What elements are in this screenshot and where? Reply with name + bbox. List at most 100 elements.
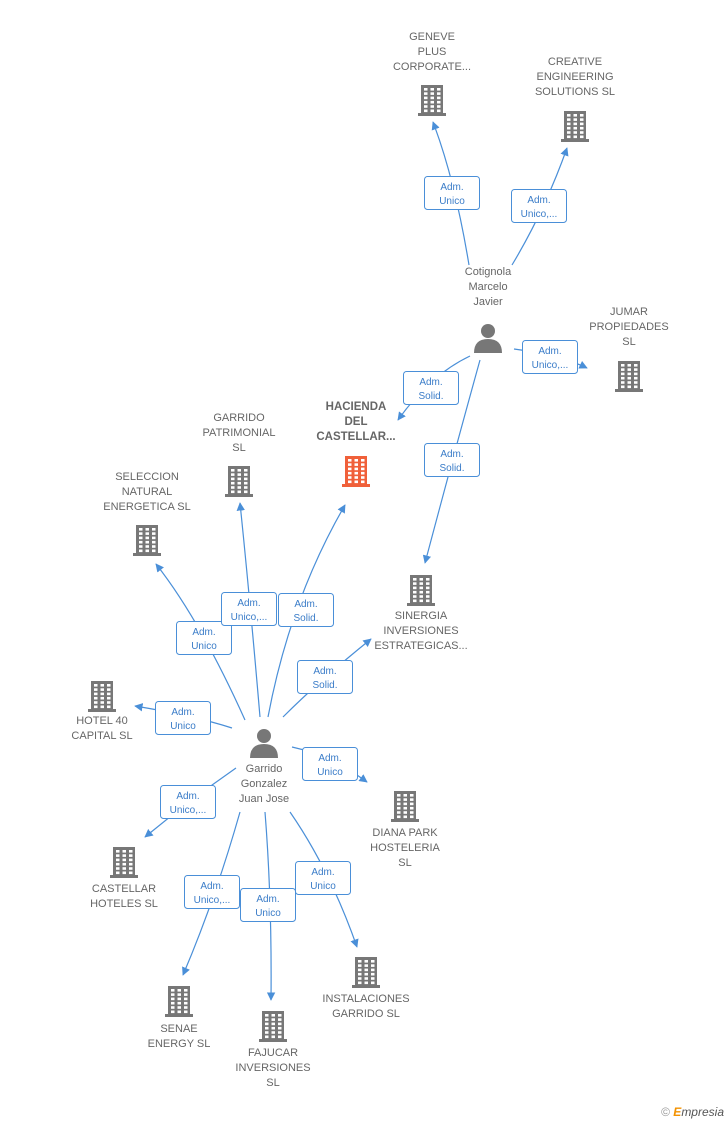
node-label: Marcelo [468, 281, 507, 293]
role-badge-text: Solid. [293, 613, 318, 624]
role-badge[interactable]: Adm. Solid. [278, 593, 334, 627]
node-label: Javier [473, 296, 503, 308]
role-badge[interactable]: Adm.Unico,... [160, 785, 216, 819]
role-badge-text: Unico,... [194, 895, 231, 906]
building-icon [165, 986, 193, 1017]
role-badge[interactable]: Adm. Unico [155, 701, 211, 735]
node-label: CORPORATE... [393, 61, 471, 73]
company-node[interactable]: INSTALACIONES GARRIDO SL [322, 957, 410, 1020]
person-icon [250, 729, 278, 758]
role-badge[interactable]: Adm.Unico [302, 747, 358, 781]
copyright-symbol: © [661, 1105, 670, 1119]
role-badge-text: Adm. [527, 195, 550, 206]
building-icon [225, 466, 253, 497]
role-badge-text: Adm. [440, 182, 463, 193]
role-badge[interactable]: Adm. Unico [176, 621, 232, 655]
node-label: CASTELLAR... [316, 431, 395, 443]
node-label: HOTELES SL [90, 898, 158, 910]
company-node[interactable]: HOTEL 40 CAPITAL SL [71, 681, 133, 742]
role-badge[interactable]: Adm. Unico,... [184, 875, 240, 909]
brand-initial: E [673, 1105, 682, 1119]
role-badge[interactable]: Adm. Solid. [403, 371, 459, 405]
role-badge-text: Unico,... [231, 612, 268, 623]
role-badge-text: Adm. [538, 346, 561, 357]
role-badge-text: Solid. [418, 391, 443, 402]
role-badge[interactable]: Adm.Solid. [297, 660, 353, 694]
node-label: GARRIDO [213, 412, 265, 424]
node-label: SL [266, 1077, 279, 1089]
node-label: SOLUTIONS SL [535, 86, 615, 98]
building-icon [133, 525, 161, 556]
company-node[interactable]: CREATIVE ENGINEERING SOLUTIONS SL [535, 56, 615, 142]
building-icon [352, 957, 380, 988]
role-badge-text: Unico [191, 641, 217, 652]
brand-footer: © Empresia [661, 1105, 724, 1119]
node-label: INVERSIONES [383, 625, 458, 637]
company-node[interactable]: GARRIDO PATRIMONIAL SL [203, 412, 276, 497]
node-label: INSTALACIONES [322, 993, 409, 1005]
node-label: PATRIMONIAL [203, 427, 276, 439]
node-label: ENERGY SL [148, 1038, 211, 1050]
node-label: HOSTELERIA [370, 842, 440, 854]
role-badge-text: Adm. [294, 599, 317, 610]
company-node[interactable]: HACIENDADELCASTELLAR... [316, 401, 396, 487]
node-label: SL [232, 442, 245, 454]
node-label: SL [622, 336, 635, 348]
role-badge[interactable]: Adm. Unico,... [221, 592, 277, 626]
role-badge[interactable]: Adm.Unico [295, 861, 351, 895]
building-icon [259, 1011, 287, 1042]
building-icon [110, 847, 138, 878]
role-badge[interactable]: Adm.Unico [240, 888, 296, 922]
role-badge-text: Unico [310, 881, 336, 892]
role-badge-text: Unico [170, 721, 196, 732]
role-badge-text: Adm. [237, 598, 260, 609]
building-icon [407, 575, 435, 606]
person-icon [474, 324, 502, 353]
node-label: SL [398, 857, 411, 869]
node-label: Gonzalez [241, 778, 287, 790]
role-badge[interactable]: Adm. Unico,... [511, 189, 567, 223]
node-label: Juan Jose [239, 793, 289, 805]
building-icon [391, 791, 419, 822]
node-label: CREATIVE [548, 56, 602, 68]
node-label: ENERGETICA SL [103, 501, 190, 513]
role-badge-text: Unico,... [170, 805, 207, 816]
role-badge-text: Adm. [171, 707, 194, 718]
node-label: ESTRATEGICAS... [374, 640, 467, 652]
role-badge-text: Unico,... [521, 209, 558, 220]
node-label: SENAE [160, 1023, 197, 1035]
node-label: ENGINEERING [536, 71, 613, 83]
building-icon [342, 456, 370, 487]
role-badge-text: Adm. [200, 881, 223, 892]
company-node[interactable]: GENEVEPLUSCORPORATE... [393, 31, 471, 116]
node-label: HOTEL 40 [76, 715, 128, 727]
building-icon [561, 111, 589, 142]
node-label: NATURAL [122, 486, 173, 498]
role-badge[interactable]: Adm. Unico [424, 176, 480, 210]
role-badge[interactable]: Adm.Solid. [424, 443, 480, 477]
company-node[interactable]: SINERGIA INVERSIONES ESTRATEGICAS... [374, 575, 468, 652]
role-badge-text: Unico [439, 196, 465, 207]
node-label: HACIENDA [326, 401, 387, 413]
role-badge-text: Adm. [256, 894, 279, 905]
building-icon [88, 681, 116, 712]
company-node[interactable]: SENAE ENERGY SL [148, 986, 211, 1050]
role-badge[interactable]: Adm.Unico,... [522, 340, 578, 374]
building-icon [418, 85, 446, 116]
role-badge-text: Adm. [192, 627, 215, 638]
node-label: SINERGIA [395, 610, 448, 622]
node-label: GARRIDO SL [332, 1008, 400, 1020]
role-badge-text: Adm. [419, 377, 442, 388]
node-label: Garrido [246, 763, 283, 775]
node-label: CAPITAL SL [71, 730, 132, 742]
role-badge-text: Solid. [439, 463, 464, 474]
node-label: INVERSIONES [235, 1062, 310, 1074]
